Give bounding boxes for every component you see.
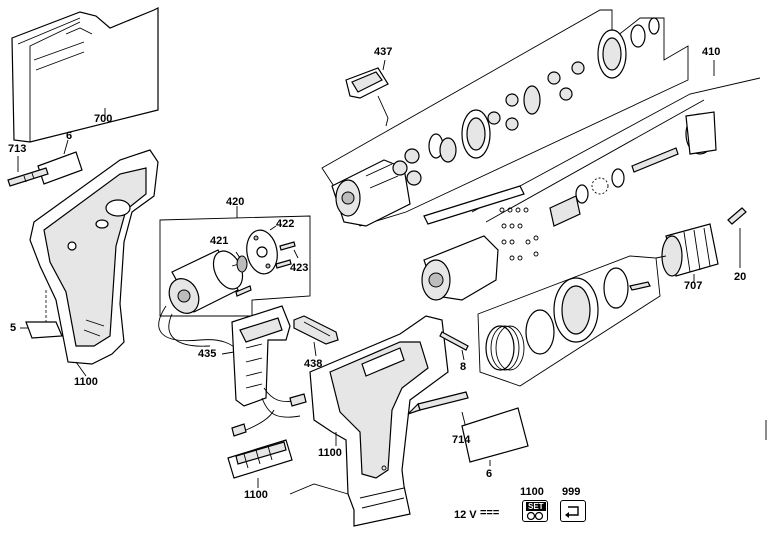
label-card-5: [25, 321, 63, 339]
gearbox-frame: [321, 9, 689, 227]
part-label-438: 438: [304, 358, 323, 370]
planetary-gears: [392, 17, 660, 186]
motor-wires: [158, 305, 241, 353]
set-icon-graphic: [526, 511, 544, 521]
drill-chuck: [655, 223, 719, 277]
dc-symbol: ===: [480, 507, 500, 519]
part-label-6: 6: [66, 130, 73, 142]
part-label-410: 410: [702, 46, 721, 58]
part-label-1100-left: 1100: [74, 376, 98, 388]
chuck-housing: [421, 235, 499, 301]
part-label-1100-switch: 1100: [244, 489, 268, 501]
battery-contact-block: [227, 439, 293, 479]
set-icon: SET: [522, 500, 548, 522]
screwdriver-bit: [7, 167, 49, 187]
slide-button: [293, 315, 339, 345]
part-label-714: 714: [452, 434, 471, 446]
connector: [345, 67, 389, 127]
label-card: [37, 151, 83, 185]
part-label-8: 8: [460, 361, 467, 373]
part-label-700: 700: [94, 113, 113, 125]
part-label-435: 435: [198, 348, 217, 360]
clutch-parts: [485, 267, 651, 371]
part-label-707: 707: [684, 280, 703, 292]
chuck-screw: [727, 207, 747, 225]
motor: [168, 249, 247, 314]
part-label-437: 437: [374, 46, 393, 58]
gearbox-housing: [331, 159, 411, 227]
part-label-713: 713: [8, 143, 27, 155]
spindle-parts: [423, 111, 717, 227]
small-screw: [235, 285, 252, 297]
part-label-423: 423: [290, 262, 309, 274]
spindle-frame: [471, 77, 761, 223]
return-icon: [560, 500, 586, 522]
motor-assembly-frame: [159, 215, 311, 317]
driver-bit: [407, 391, 469, 415]
part-label-1100-set: 1100: [520, 486, 544, 498]
part-label-422: 422: [276, 218, 295, 230]
voltage-label: 12 V: [454, 509, 477, 521]
housing-screw: [439, 331, 469, 351]
label-card-lower: [461, 407, 529, 463]
part-label-6-lower: 6: [486, 468, 493, 480]
return-icon-graphic: [565, 506, 579, 518]
part-label-5: 5: [10, 322, 17, 334]
part-label-999: 999: [562, 486, 581, 498]
ball-bearings: [499, 207, 539, 261]
set-icon-label: SET: [526, 502, 546, 511]
motor-plate: [246, 225, 278, 275]
switch: [231, 305, 301, 418]
part-label-20: 20: [734, 271, 747, 283]
housing-half-right: [309, 315, 449, 527]
pinion-gear: [235, 251, 248, 273]
motor-screws: [275, 241, 299, 269]
part-label-421: 421: [210, 235, 229, 247]
part-label-1100-housing: 1100: [318, 447, 342, 459]
carry-case: [11, 7, 159, 143]
clutch-frame: [477, 255, 661, 387]
housing-half-left: [29, 149, 159, 365]
part-label-420: 420: [226, 196, 245, 208]
